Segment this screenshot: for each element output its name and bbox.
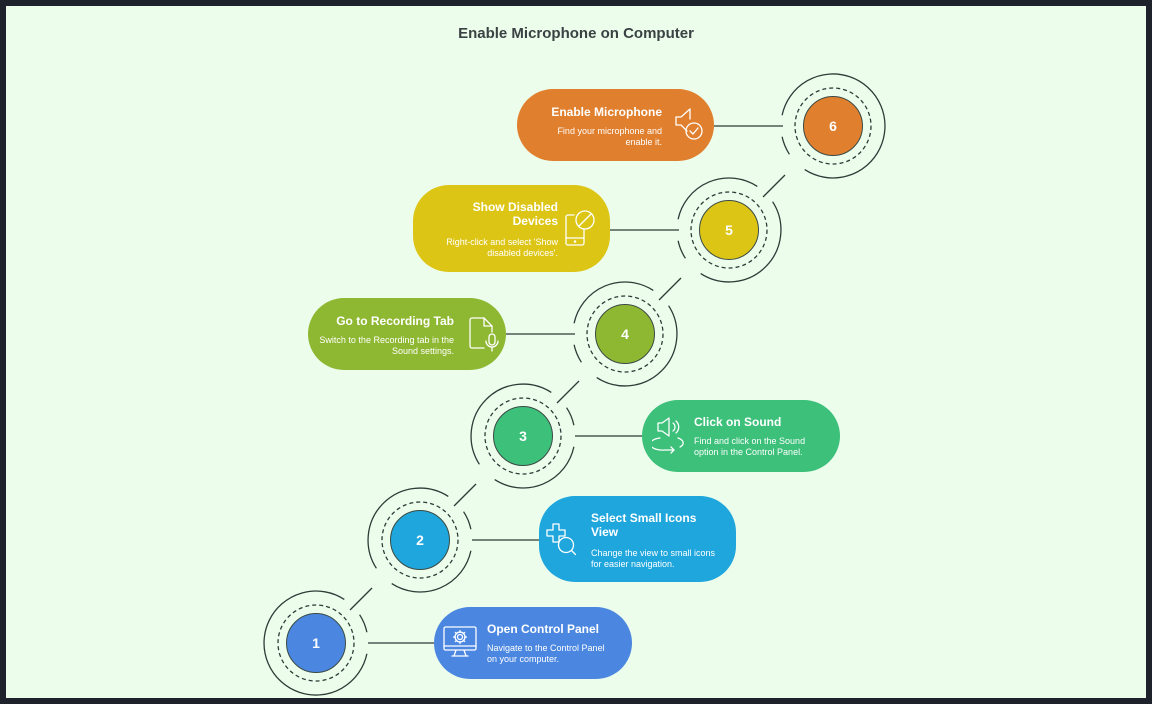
connector-4-5 bbox=[658, 277, 682, 301]
step-title: Select Small Icons View bbox=[591, 511, 697, 539]
step-title: Show Disabled Devices bbox=[472, 200, 558, 228]
outer-ring-5 bbox=[700, 201, 782, 283]
monitor-gear-icon bbox=[443, 626, 477, 657]
step-number-6: 6 bbox=[803, 96, 863, 156]
step-description: Switch to the Recording tab in the Sound… bbox=[319, 335, 454, 356]
step-card-5: Show Disabled Devices Right-click and se… bbox=[413, 185, 610, 272]
outer-ring-4 bbox=[596, 305, 678, 387]
outer-ring-6 bbox=[781, 136, 790, 155]
step-title: Click on Sound bbox=[694, 415, 782, 429]
speaker-check-icon bbox=[675, 108, 703, 140]
step-card-3: Click on Sound Find and click on the Sou… bbox=[642, 400, 840, 472]
connector-layer bbox=[263, 73, 886, 696]
dashed-ring-2 bbox=[381, 501, 459, 579]
outer-ring-6 bbox=[781, 73, 886, 179]
outer-ring-1 bbox=[359, 614, 368, 633]
outer-ring-5 bbox=[677, 240, 686, 259]
outer-ring-2 bbox=[367, 487, 449, 569]
outer-ring-3 bbox=[494, 446, 575, 489]
step-number-3: 3 bbox=[493, 406, 553, 466]
step-card-2: Select Small Icons View Change the view … bbox=[539, 496, 736, 582]
step-title: Go to Recording Tab bbox=[336, 314, 454, 328]
step-title: Open Control Panel bbox=[487, 622, 600, 636]
dashed-ring-4 bbox=[586, 295, 664, 373]
outer-ring-2 bbox=[391, 550, 472, 593]
outer-ring-3 bbox=[566, 407, 575, 426]
file-microphone-icon bbox=[469, 317, 499, 352]
connector-2-3 bbox=[453, 483, 477, 507]
step-card-4: Go to Recording Tab Switch to the Record… bbox=[308, 298, 506, 370]
outer-ring-2 bbox=[463, 511, 472, 530]
step-number-1: 1 bbox=[286, 613, 346, 673]
dashed-ring-3 bbox=[484, 397, 562, 475]
step-description: Navigate to the Control Panel on your co… bbox=[487, 643, 605, 664]
connector-5-6 bbox=[762, 174, 786, 198]
step-number-5: 5 bbox=[699, 200, 759, 260]
outer-ring-3 bbox=[470, 383, 552, 465]
diagram-title: Enable Microphone on Computer bbox=[458, 25, 694, 42]
step-number-2: 2 bbox=[390, 510, 450, 570]
connector-3-4 bbox=[556, 380, 580, 404]
connector-1-2 bbox=[349, 587, 373, 611]
step-description: Find and click on the Sound option in th… bbox=[694, 436, 806, 457]
outer-ring-1 bbox=[263, 590, 368, 696]
phone-disabled-icon bbox=[565, 210, 595, 246]
step-card-1: Open Control Panel Navigate to the Contr… bbox=[434, 607, 632, 679]
speaker-refresh-icon bbox=[652, 417, 684, 454]
outer-ring-4 bbox=[573, 281, 654, 324]
step-description: Right-click and select 'Show disabled de… bbox=[446, 237, 558, 258]
outer-ring-5 bbox=[677, 177, 758, 220]
step-card-6: Enable Microphone Find your microphone a… bbox=[517, 89, 714, 161]
step-description: Find your microphone and enable it. bbox=[557, 126, 662, 147]
diagram-canvas: Enable Microphone on Computer 1 2 3 4 5 … bbox=[6, 6, 1146, 698]
outer-ring-4 bbox=[573, 344, 582, 363]
dashed-ring-5 bbox=[690, 191, 768, 269]
dashed-ring-1 bbox=[277, 604, 355, 682]
step-description: Change the view to small icons for easie… bbox=[591, 548, 716, 569]
step-number-4: 4 bbox=[595, 304, 655, 364]
step-title: Enable Microphone bbox=[551, 105, 662, 119]
plus-search-icon bbox=[546, 523, 577, 556]
dashed-ring-6 bbox=[794, 87, 872, 165]
